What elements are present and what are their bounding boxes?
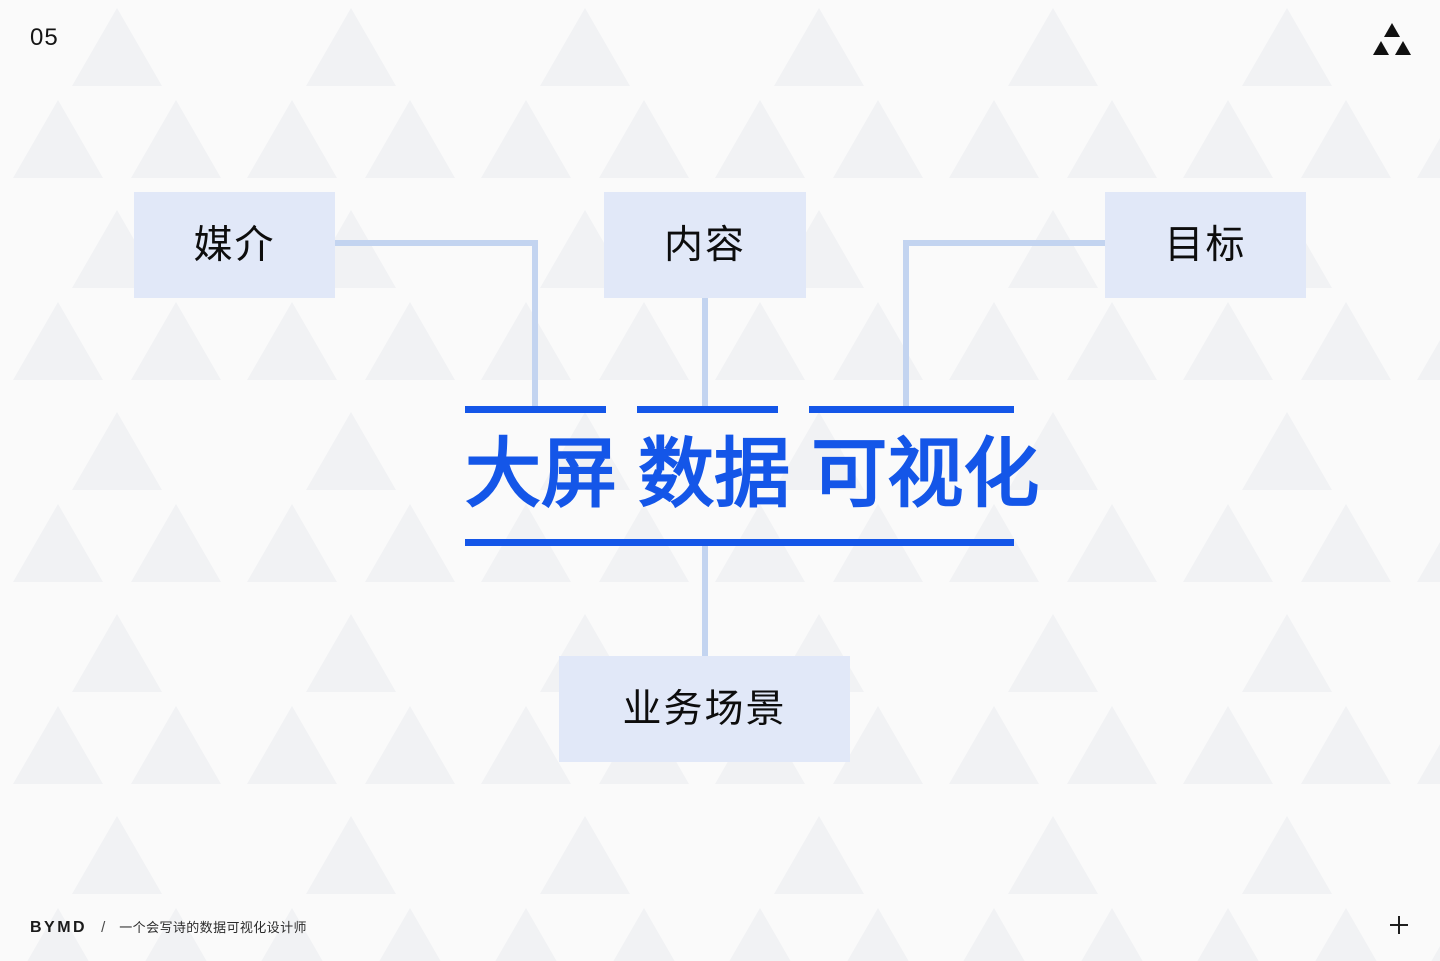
page-title: 大屏 数据 可视化 <box>465 432 1040 517</box>
diagram-node-scenario-label: 业务场景 <box>622 687 787 731</box>
diagram-node-media-label: 媒介 <box>193 223 276 267</box>
title-rule-segment-1 <box>465 406 606 413</box>
diagram-node-scenario[interactable]: 业务场景 <box>559 656 850 762</box>
diagram-node-content[interactable]: 内容 <box>604 192 806 298</box>
diagram-node-goal-label: 目标 <box>1164 223 1247 267</box>
plus-icon[interactable] <box>1388 914 1410 936</box>
footer-separator: / <box>101 919 106 936</box>
slide-title-block: 大屏 数据 可视化 <box>465 406 1040 546</box>
diagram-node-media[interactable]: 媒介 <box>134 192 335 298</box>
diagram-node-content-label: 内容 <box>663 223 746 267</box>
footer-tagline: 一个会写诗的数据可视化设计师 <box>119 920 307 935</box>
footer-brand: BYMD <box>30 919 88 936</box>
title-rule-segment-2 <box>637 406 778 413</box>
footer: BYMD / 一个会写诗的数据可视化设计师 <box>30 917 307 937</box>
title-rule-segment-3 <box>809 406 1014 413</box>
page-number: 05 <box>30 24 59 51</box>
diagram-node-goal[interactable]: 目标 <box>1105 192 1306 298</box>
title-rule-bottom <box>465 539 1014 546</box>
triangle-mark-icon <box>1373 23 1411 55</box>
